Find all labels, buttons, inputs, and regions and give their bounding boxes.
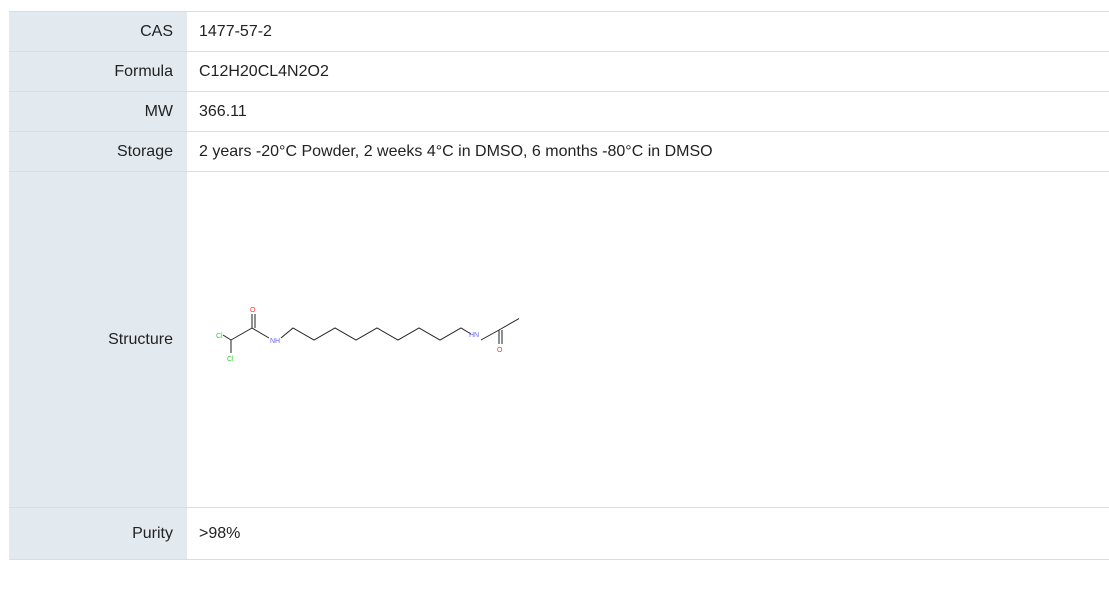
row-cas: CAS 1477-57-2 [9,11,1109,52]
structure-atom-labels: Cl Cl O NH HN O [216,307,503,363]
atom-hn: HN [469,332,479,339]
storage-label: Storage [9,131,187,172]
atom-o-2: O [497,347,503,354]
mw-value: 366.11 [187,91,1109,132]
row-purity: Purity >98% [9,507,1109,560]
atom-cl-1: Cl [216,333,223,340]
cas-label: CAS [9,11,187,52]
row-storage: Storage 2 years -20°C Powder, 2 weeks 4°… [9,131,1109,172]
purity-value: >98% [187,507,1109,560]
mw-label: MW [9,91,187,132]
purity-label: Purity [9,507,187,560]
storage-value: 2 years -20°C Powder, 2 weeks 4°C in DMS… [187,131,1109,172]
formula-value: C12H20CL4N2O2 [187,51,1109,92]
row-structure: Structure [9,171,1109,508]
atom-nh: NH [270,338,280,345]
cas-value: 1477-57-2 [187,11,1109,52]
structure-cell: Cl Cl O NH HN O [187,171,1109,508]
spec-table: CAS 1477-57-2 Formula C12H20CL4N2O2 MW 3… [9,11,1109,560]
structure-bonds [222,313,519,353]
atom-o-1: O [250,307,256,314]
formula-label: Formula [9,51,187,92]
structure-image: Cl Cl O NH HN O [216,307,519,363]
row-mw: MW 366.11 [9,91,1109,132]
row-formula: Formula C12H20CL4N2O2 [9,51,1109,92]
structure-label: Structure [9,171,187,508]
atom-cl-2: Cl [227,356,234,363]
